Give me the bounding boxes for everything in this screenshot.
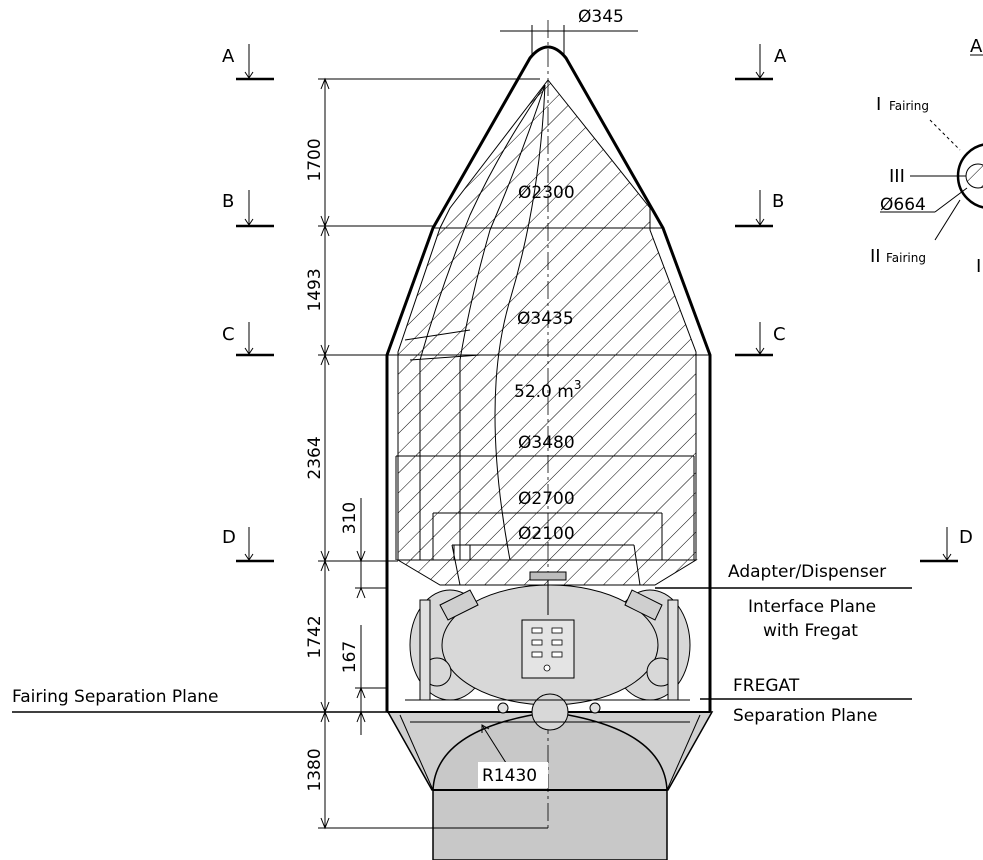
axis-i-label: I: [976, 256, 981, 277]
fairing-2-label: Fairing: [886, 251, 926, 265]
radius-leader: [478, 724, 548, 788]
dim-1742: 1742: [305, 615, 325, 658]
dim-1380: 1380: [305, 748, 325, 791]
section-b-left: B: [222, 191, 234, 212]
spacecraft: [405, 571, 691, 731]
diameter-664: Ø664: [880, 195, 926, 215]
dimension-lines: [318, 25, 638, 830]
section-a-left: A: [222, 46, 235, 67]
section-c-right: C: [773, 324, 786, 345]
volume-value: 52.0 m: [514, 382, 574, 402]
diameter-2300: Ø2300: [518, 183, 575, 203]
fregat-separation-plane-label: Separation Plane: [733, 706, 877, 726]
fairing-2-roman: II: [870, 246, 881, 267]
section-d-left: D: [222, 527, 236, 548]
section-a-right: A: [774, 46, 787, 67]
payload-envelope: [395, 79, 698, 586]
section-c-left: C: [222, 324, 235, 345]
fregat-label: FREGAT: [733, 676, 800, 696]
section-b-right: B: [772, 191, 784, 212]
fregat-upper-stage: [386, 711, 714, 860]
section-d-right: D: [959, 527, 973, 548]
interface-plane-label-2: with Fregat: [763, 621, 858, 641]
usable-volume: 52.0 m3: [514, 378, 581, 402]
interface-plane-label-1: Interface Plane: [748, 597, 876, 617]
fairing-separation-plane-label: Fairing Separation Plane: [12, 687, 219, 707]
dim-2364: 2364: [305, 436, 325, 479]
fairing-1-roman: I: [876, 94, 881, 115]
fairing-1-label: Fairing: [889, 99, 929, 113]
volume-exponent: 3: [574, 378, 582, 392]
diameter-2700: Ø2700: [518, 489, 575, 509]
section-view-a: [880, 54, 983, 241]
diameter-3435: Ø3435: [517, 309, 574, 329]
dim-310: 310: [340, 502, 360, 534]
diameter-3480: Ø3480: [518, 433, 575, 453]
dim-1493: 1493: [305, 268, 325, 311]
plane-lines: [12, 587, 912, 713]
section-view-title: A: [970, 36, 983, 57]
section-markers: [236, 44, 958, 563]
adapter-dispenser-label: Adapter/Dispenser: [728, 562, 886, 582]
dim-167: 167: [340, 641, 360, 673]
diameter-2100: Ø2100: [518, 524, 575, 544]
tip-diameter: Ø345: [578, 7, 624, 27]
axis-iii-label: III: [889, 166, 905, 187]
dim-1700: 1700: [305, 138, 325, 181]
radius-1430: R1430: [482, 766, 537, 786]
